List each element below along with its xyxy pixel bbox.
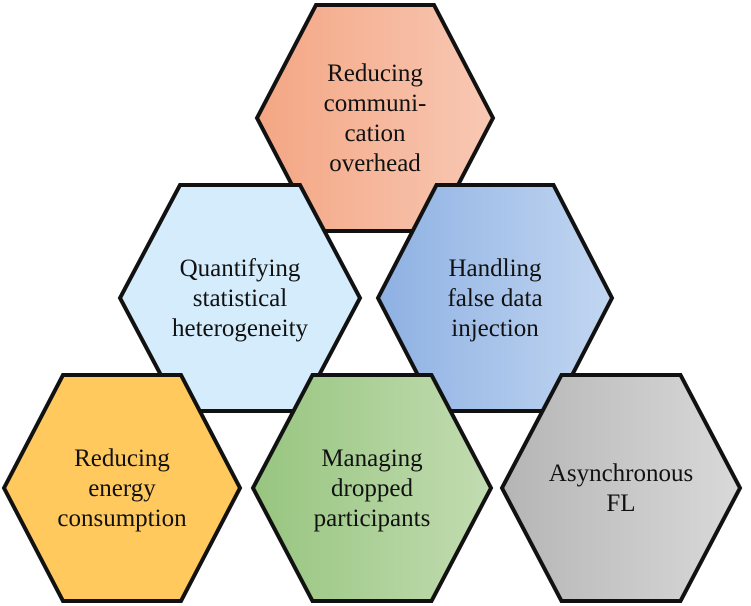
hexagon-label-line: cation (344, 120, 406, 147)
hexagon-label-line: Asynchronous (549, 460, 693, 487)
hexagon-label-line: energy (88, 475, 156, 502)
hexagon-label-line: FL (606, 490, 635, 517)
hexagon-shape (1, 373, 243, 603)
hexagon-reducing-communication-overhead: Reducing communi-cation overhead (254, 3, 496, 233)
hexagon-handling-false-data-injection: Handling false data injection (375, 183, 615, 413)
hexagon-label-line: Reducing (327, 60, 423, 87)
hexagon-label-line: heterogeneity (172, 315, 309, 342)
hexagon-label-line: communi- (324, 90, 427, 117)
hexagon-label-line: injection (451, 315, 539, 342)
hexagon-label-line: dropped (331, 475, 413, 502)
hexagon-label-line: Reducing (74, 445, 170, 472)
hexagon-label-line: consumption (57, 505, 187, 532)
hexagon-label-line: Managing (321, 445, 423, 472)
hexagon-label-line: Handling (448, 255, 542, 282)
hexagon-label-line: Quantifying (180, 255, 301, 282)
hexagon-managing-dropped-participants: Managing dropped participants (250, 373, 494, 603)
hexagon-shape (499, 373, 743, 603)
hexagon-label-line: overhead (329, 150, 421, 177)
hexagon-label-line: statistical (193, 285, 287, 312)
hexagon-shape (250, 373, 494, 603)
hexagon-label-line: participants (314, 505, 431, 532)
hexagon-quantifying-statistical-heterogeneity: Quantifying statistical heterogeneity (117, 183, 363, 413)
hexagon-reducing-energy-consumption: Reducing energy consumption (1, 373, 243, 603)
hexagon-label-line: false data (447, 285, 542, 312)
